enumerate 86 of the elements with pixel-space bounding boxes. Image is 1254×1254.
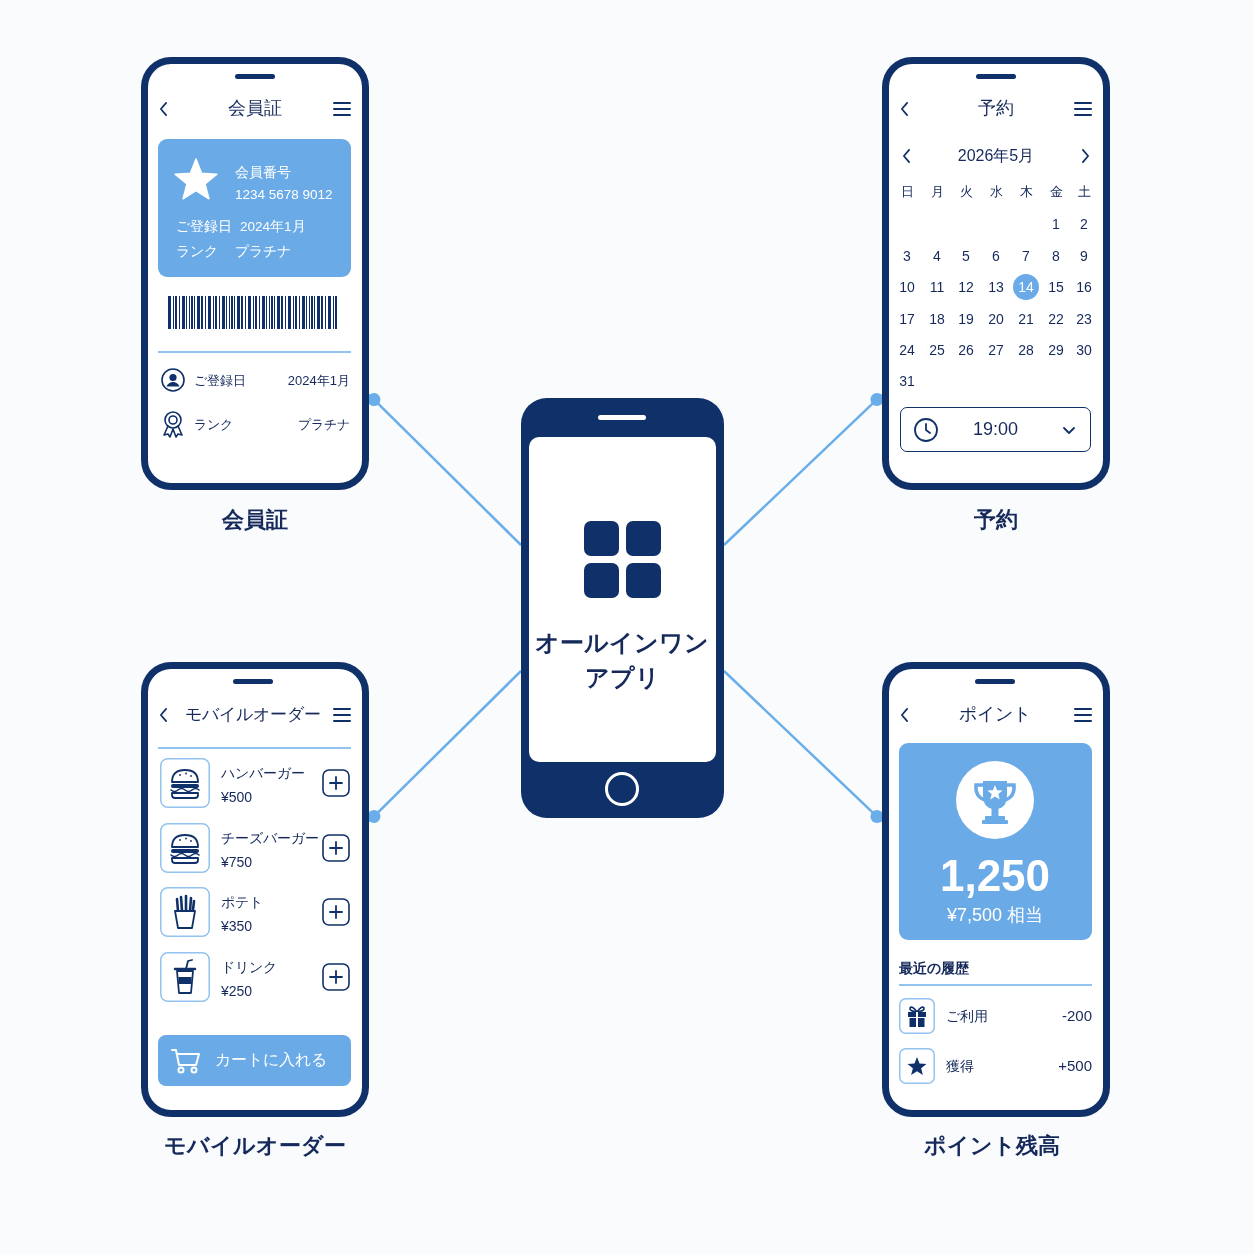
weekday-label: 火 [959, 184, 973, 200]
connector-line [723, 393, 884, 546]
weekday-label: 木 [1019, 184, 1033, 200]
phone-mockup [141, 662, 369, 1117]
phone-caption: 予約 [974, 506, 1018, 534]
day-number: 30 [1076, 341, 1092, 359]
screen-title: ポイント [959, 704, 1031, 726]
item-name: チーズバーガー [221, 829, 319, 846]
connector-line [723, 670, 884, 823]
card-value: プラチナ [235, 243, 291, 261]
day-number: 24 [899, 341, 915, 359]
card-label: 会員番号 [235, 164, 291, 182]
day-number: 9 [1080, 247, 1088, 265]
day-number: 2 [1080, 215, 1088, 233]
day-number: 22 [1048, 310, 1064, 328]
day-number: 13 [988, 278, 1004, 296]
history-amount: -200 [1061, 1007, 1092, 1025]
day-number: 5 [962, 247, 970, 265]
screen-title: 予約 [978, 98, 1014, 120]
card-label: ご登録日 [176, 218, 232, 236]
card-label: ランク [176, 243, 218, 261]
phone-mockup [521, 398, 724, 818]
day-number: 1 [1052, 215, 1060, 233]
day-number: 18 [929, 310, 945, 328]
points-card [899, 743, 1092, 940]
history-label: ご利用 [946, 1007, 988, 1025]
item-price: ¥350 [221, 917, 253, 935]
field-label: ご登録日 [194, 373, 246, 389]
connector-line [367, 670, 522, 823]
weekday-label: 水 [989, 184, 1003, 200]
phone-caption: 会員証 [222, 506, 288, 534]
item-price: ¥250 [221, 982, 253, 999]
points-value: 1,250 [939, 849, 1051, 902]
day-number: 25 [929, 341, 945, 359]
weekday-label: 日 [900, 184, 914, 200]
day-number: 8 [1052, 247, 1060, 265]
item-name: ドリンク [221, 958, 277, 975]
history-amount: +500 [1058, 1057, 1092, 1075]
phone-mockup [882, 57, 1110, 490]
points-equivalent: ¥7,500 相当 [946, 905, 1044, 927]
time-select: 19:00 [900, 407, 1091, 452]
selected-date: 14 [1013, 274, 1039, 300]
history-label: 獲得 [946, 1057, 974, 1075]
item-name: ポテト [221, 893, 263, 911]
day-number: 11 [929, 278, 945, 296]
card-value: 2024年1月 [240, 218, 306, 236]
weekday-label: 金 [1049, 184, 1063, 200]
section-heading: 最近の履歴 [899, 959, 969, 977]
hub-label: オールインワンアプリ [534, 628, 710, 693]
day-number: 27 [988, 341, 1004, 359]
item-price: ¥750 [221, 853, 253, 870]
day-number: 10 [899, 278, 915, 296]
day-number: 28 [1018, 341, 1034, 359]
day-number: 31 [899, 372, 915, 390]
day-number: 15 [1048, 278, 1064, 296]
day-number: 6 [992, 247, 1000, 265]
weekday-label: 月 [930, 184, 944, 200]
field-value: 2024年1月 [287, 373, 350, 389]
day-number: 3 [903, 247, 911, 265]
screen-title: モバイルオーダー [185, 704, 321, 726]
screen-title: 会員証 [228, 98, 282, 120]
card-number: 1234 5678 9012 [235, 186, 333, 204]
day-number: 16 [1076, 278, 1092, 296]
phone-mockup [141, 57, 369, 490]
day-number: 4 [933, 247, 941, 265]
field-value: プラチナ [298, 417, 350, 433]
phone-mockup [882, 662, 1110, 1117]
day-number: 19 [958, 310, 974, 328]
month-label: 2026年5月 [957, 146, 1035, 166]
day-number: 29 [1048, 341, 1064, 359]
phone-caption: モバイルオーダー [164, 1132, 346, 1160]
cart-button: カートに入れる [158, 1035, 351, 1086]
day-number: 26 [958, 341, 974, 359]
day-number: 17 [899, 310, 915, 328]
item-name: ハンバーガー [221, 764, 305, 782]
day-number: 7 [1022, 247, 1030, 265]
field-label: ランク [194, 417, 233, 433]
phone-caption: ポイント残高 [924, 1132, 1060, 1160]
connector-line [367, 393, 522, 546]
day-number: 12 [958, 278, 974, 296]
day-number: 23 [1076, 310, 1092, 328]
weekday-label: 土 [1077, 184, 1091, 200]
day-number: 21 [1018, 310, 1034, 328]
item-price: ¥500 [221, 788, 253, 806]
member-card [158, 139, 351, 277]
day-number: 20 [988, 310, 1004, 328]
